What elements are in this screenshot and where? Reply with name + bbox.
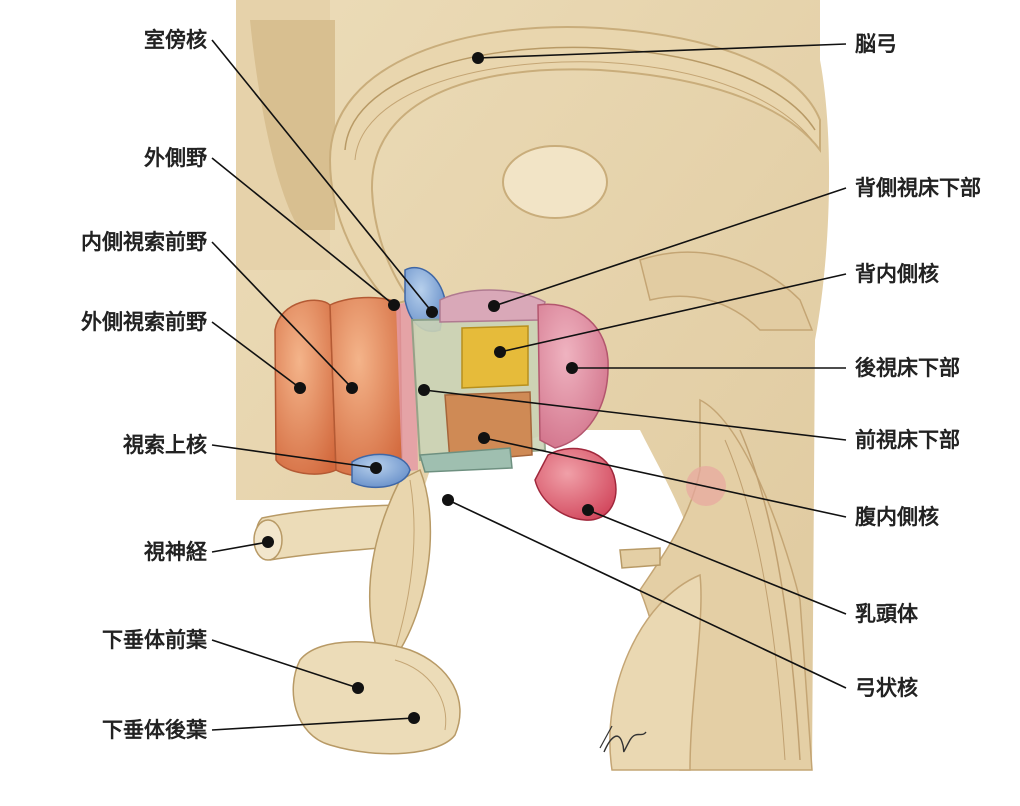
leader-dot-supraoptic <box>370 462 382 474</box>
leader-dot-mammillary <box>582 504 594 516</box>
leader-dot-ventromedial <box>478 432 490 444</box>
label-medial-preoptic: 内側視索前野 <box>81 230 207 254</box>
leader-dot-dorsomedial <box>494 346 506 358</box>
label-fornix: 脳弓 <box>855 32 897 56</box>
label-posterior-pituitary: 下垂体後葉 <box>102 718 207 742</box>
label-anterior-hypothalamus: 前視床下部 <box>855 428 960 452</box>
leader-dot-posterior-hypothalamus <box>566 362 578 374</box>
leader-line-optic-nerve <box>211 541 269 553</box>
leader-line-paraventricular <box>211 39 433 313</box>
leader-dot-fornix <box>472 52 484 64</box>
leader-line-dorsomedial <box>499 273 847 353</box>
leader-line-ventromedial <box>483 437 847 518</box>
leader-line-posterior-pituitary <box>211 717 415 731</box>
leader-line-fornix <box>477 43 847 59</box>
leader-dot-arcuate <box>442 494 454 506</box>
leader-dot-paraventricular <box>426 306 438 318</box>
leader-dot-optic-nerve <box>262 536 274 548</box>
leader-dot-posterior-pituitary <box>408 712 420 724</box>
label-dorsomedial: 背内側核 <box>855 262 939 286</box>
leader-line-anterior-pituitary <box>211 639 359 689</box>
label-dorsal-hypothalamic: 背側視床下部 <box>855 176 981 200</box>
leader-dot-dorsal-hypothalamic <box>488 300 500 312</box>
leader-dots <box>262 52 594 724</box>
leader-lines <box>211 39 847 731</box>
label-mammillary: 乳頭体 <box>855 602 918 626</box>
label-ventromedial: 腹内側核 <box>855 505 939 529</box>
leader-line-lateral-area <box>211 157 395 306</box>
signature-scribble <box>599 725 647 753</box>
leader-line-medial-preoptic <box>211 241 353 389</box>
label-optic-nerve: 視神経 <box>144 540 207 564</box>
leader-line-dorsal-hypothalamic <box>493 187 847 307</box>
label-anterior-pituitary: 下垂体前葉 <box>102 628 207 652</box>
leader-line-supraoptic <box>211 444 377 469</box>
pituitary-shape <box>292 468 661 755</box>
label-posterior-hypothalamus: 後視床下部 <box>855 356 960 380</box>
label-lateral-area: 外側野 <box>144 146 207 170</box>
leader-dot-anterior-pituitary <box>352 682 364 694</box>
label-arcuate: 弓状核 <box>855 676 918 700</box>
leader-dot-lateral-preoptic <box>294 382 306 394</box>
leader-dot-medial-preoptic <box>346 382 358 394</box>
label-paraventricular: 室傍核 <box>144 28 207 52</box>
leader-line-arcuate <box>447 499 847 689</box>
leader-line-anterior-hypothalamus <box>423 389 847 441</box>
leader-line-lateral-preoptic <box>211 321 301 389</box>
leader-line-mammillary <box>587 509 847 615</box>
label-lateral-preoptic: 外側視索前野 <box>81 310 207 334</box>
leader-dot-lateral-area <box>388 299 400 311</box>
leader-dot-anterior-hypothalamus <box>418 384 430 396</box>
label-supraoptic: 視索上核 <box>123 433 207 457</box>
